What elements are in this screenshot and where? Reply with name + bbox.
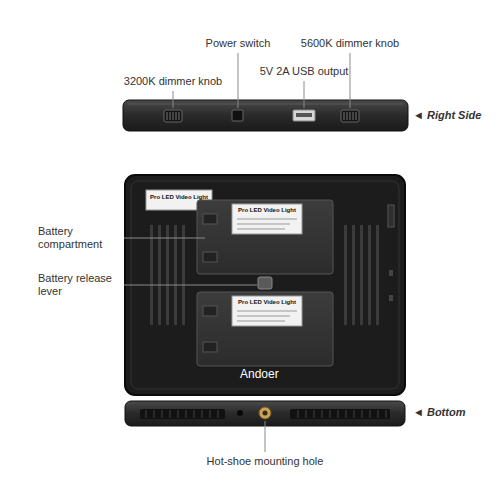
part-name: 5V 2A USB output bbox=[244, 65, 364, 78]
view-name: ◄ Bottom bbox=[413, 406, 497, 419]
part-name: 5600K dimmer knob bbox=[290, 37, 410, 50]
back-panel bbox=[125, 175, 405, 395]
leader-lines bbox=[124, 53, 350, 452]
sticker-text: Pro LED Video Light bbox=[233, 299, 301, 306]
part-name: 3200K dimmer knob bbox=[113, 75, 233, 88]
part-name: Hot-shoe mounting hole bbox=[185, 455, 345, 468]
view-name: ◄ Right Side bbox=[413, 109, 497, 122]
sticker-text: Pro LED Video Light bbox=[147, 194, 211, 201]
part-name: Power switch bbox=[183, 37, 293, 50]
brand-name: Andoer bbox=[240, 367, 300, 381]
part-name: Battery release lever bbox=[38, 272, 122, 298]
right-side-view bbox=[123, 100, 408, 131]
part-name: Battery compartment bbox=[38, 225, 122, 251]
sticker-text: Pro LED Video Light bbox=[233, 207, 301, 214]
